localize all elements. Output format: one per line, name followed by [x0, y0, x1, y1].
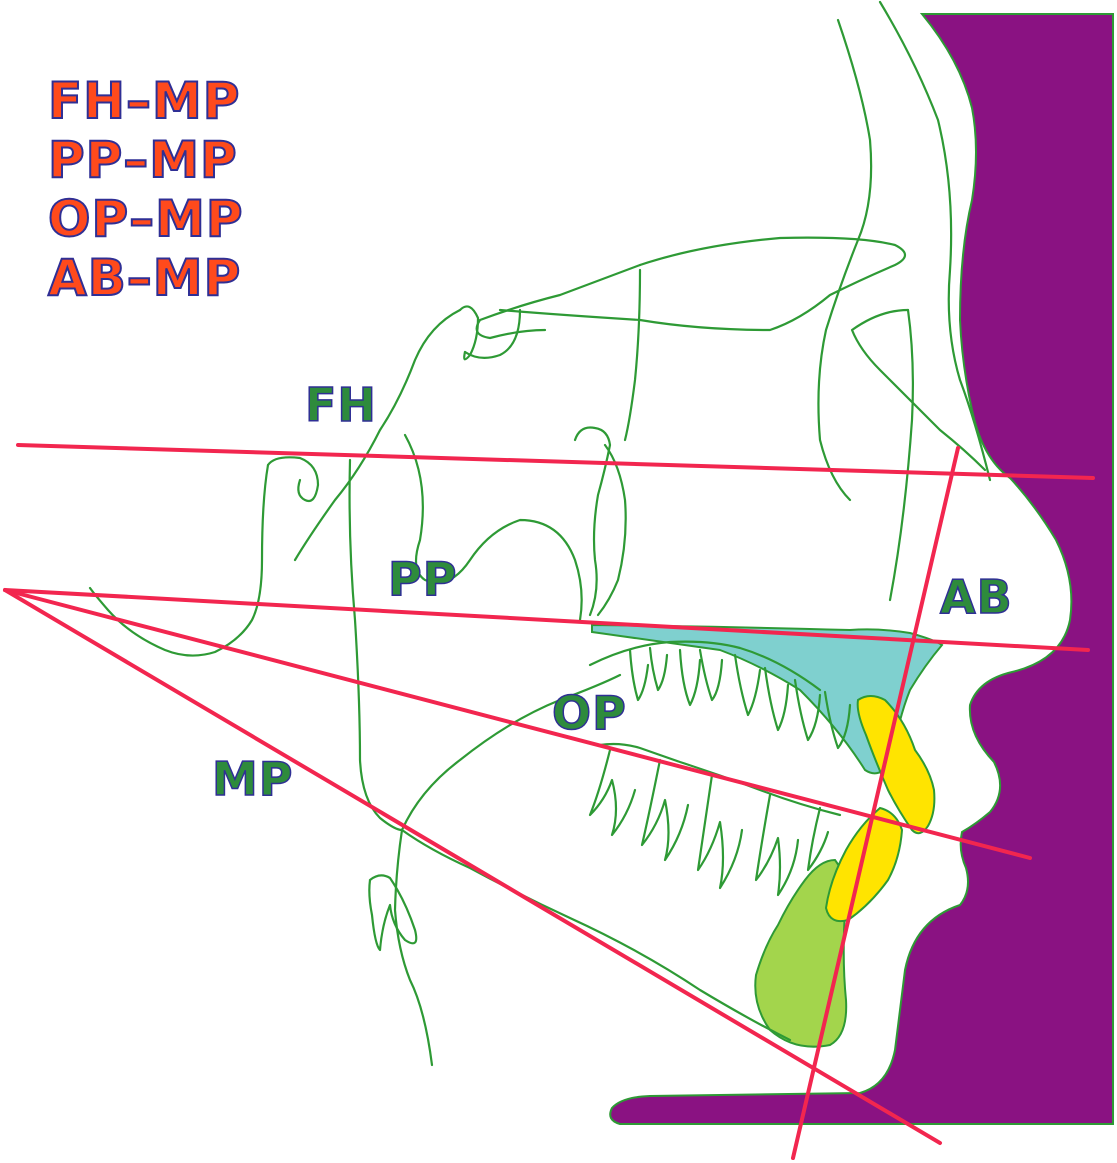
skull-outline — [88, 0, 992, 1067]
reference-lines — [3, 443, 1095, 1160]
pp-line — [3, 588, 1090, 652]
legend-item-ab-mp: AB–MP — [47, 248, 242, 308]
legend-item-pp-mp: PP–MP — [47, 130, 238, 190]
angle-legend: FH–MP PP–MP OP–MP AB–MP — [47, 71, 244, 308]
label-fh: FH — [304, 377, 377, 433]
ab-line — [791, 446, 960, 1160]
label-mp: MP — [211, 751, 294, 807]
legend-item-op-mp: OP–MP — [47, 189, 244, 249]
label-pp: PP — [387, 551, 458, 607]
mp-line — [3, 588, 942, 1145]
op-line — [3, 588, 1032, 860]
label-ab: AB — [939, 569, 1013, 625]
soft-tissue-profile — [609, 13, 1114, 1125]
label-op: OP — [551, 685, 627, 741]
fh-line — [16, 443, 1095, 480]
legend-item-fh-mp: FH–MP — [47, 71, 241, 131]
